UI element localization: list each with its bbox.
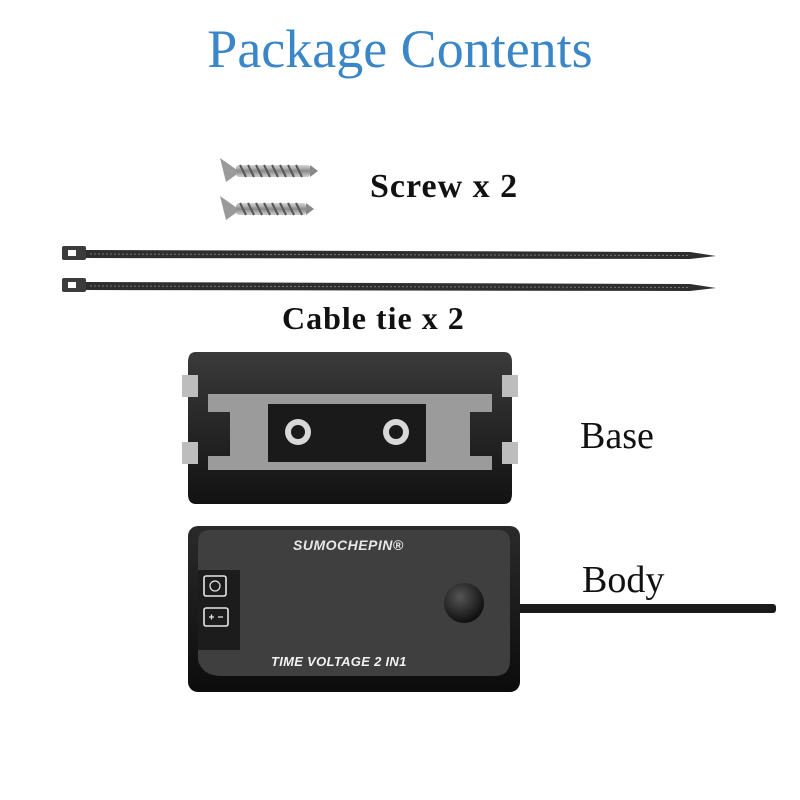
cable [502, 604, 776, 613]
cable-tie-2 [62, 278, 716, 292]
button [444, 583, 484, 623]
cable-tie-label: Cable tie x 2 [282, 300, 465, 336]
brand-text: SUMOCHEPIN® [293, 537, 404, 553]
body-label: Body [582, 559, 665, 601]
battery-icon [203, 607, 229, 627]
base [182, 352, 518, 504]
screw-1 [220, 158, 318, 182]
screw-2 [220, 196, 314, 220]
model-text: TIME VOLTAGE 2 IN1 [271, 654, 407, 669]
base-label: Base [580, 415, 654, 457]
clock-icon [203, 575, 227, 597]
device-body [188, 526, 776, 692]
page-title: Package Contents [207, 19, 593, 79]
screw-label: Screw x 2 [370, 168, 519, 205]
cable-tie-1 [62, 246, 716, 260]
